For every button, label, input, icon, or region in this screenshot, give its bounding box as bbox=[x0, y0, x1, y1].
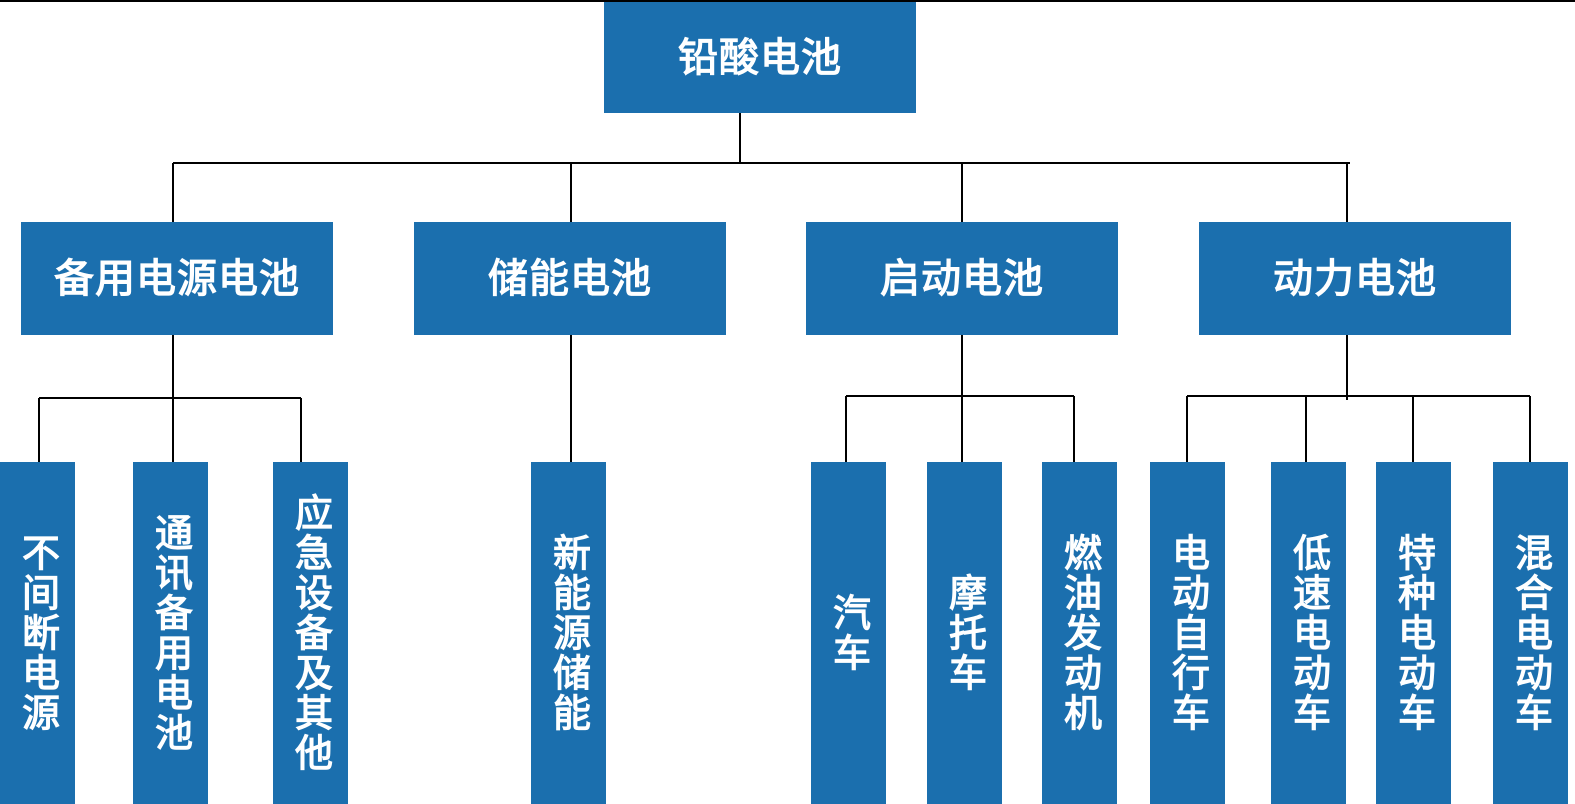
leaf-node: 电动自行车 bbox=[1150, 462, 1225, 804]
leaf-node: 通讯备用电池 bbox=[133, 462, 208, 804]
category-node-traction: 动力电池 bbox=[1199, 222, 1511, 335]
leaf-label: 摩托车 bbox=[942, 573, 987, 693]
category-node-energy-storage: 储能电池 bbox=[414, 222, 726, 335]
leaf-node: 新能源储能 bbox=[531, 462, 606, 804]
leaf-node: 不间断电源 bbox=[0, 462, 75, 804]
leaf-label: 特种电动车 bbox=[1391, 533, 1436, 733]
leaf-node: 混合电动车 bbox=[1493, 462, 1568, 804]
category-label: 备用电源电池 bbox=[54, 255, 300, 302]
leaf-label: 应急设备及其他 bbox=[288, 493, 333, 773]
leaf-node: 低速电动车 bbox=[1271, 462, 1346, 804]
root-node-label: 铅酸电池 bbox=[678, 34, 842, 81]
leaf-node: 汽车 bbox=[811, 462, 886, 804]
leaf-label: 通讯备用电池 bbox=[148, 513, 193, 753]
root-node: 铅酸电池 bbox=[604, 2, 916, 113]
category-label: 动力电池 bbox=[1273, 255, 1437, 302]
leaf-node: 特种电动车 bbox=[1376, 462, 1451, 804]
category-label: 储能电池 bbox=[488, 255, 652, 302]
leaf-label: 不间断电源 bbox=[15, 533, 60, 733]
category-node-backup-power: 备用电源电池 bbox=[21, 222, 333, 335]
leaf-label: 电动自行车 bbox=[1165, 533, 1210, 733]
leaf-label: 汽车 bbox=[826, 593, 871, 673]
category-label: 启动电池 bbox=[880, 255, 1044, 302]
leaf-label: 低速电动车 bbox=[1286, 533, 1331, 733]
category-node-starter: 启动电池 bbox=[806, 222, 1118, 335]
leaf-label: 新能源储能 bbox=[546, 533, 591, 733]
leaf-node: 应急设备及其他 bbox=[273, 462, 348, 804]
leaf-label: 燃油发动机 bbox=[1057, 533, 1102, 733]
leaf-node: 摩托车 bbox=[927, 462, 1002, 804]
leaf-node: 燃油发动机 bbox=[1042, 462, 1117, 804]
leaf-label: 混合电动车 bbox=[1508, 533, 1553, 733]
